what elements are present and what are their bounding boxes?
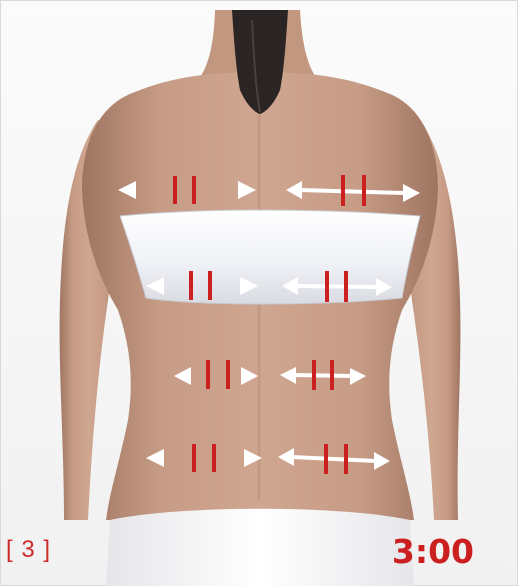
shorts	[106, 509, 414, 586]
step-counter: [ 3 ]	[6, 536, 51, 564]
countdown-timer: 3:00	[392, 532, 474, 571]
towel-band	[120, 210, 420, 304]
